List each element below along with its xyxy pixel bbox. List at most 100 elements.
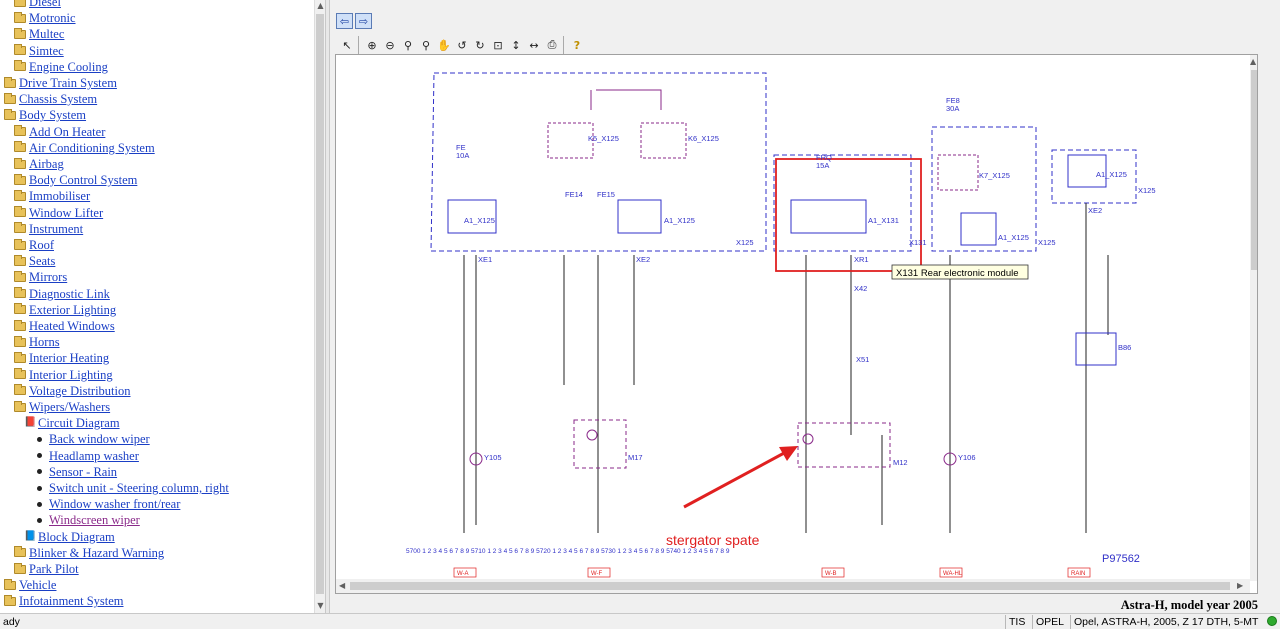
tree-item[interactable]: Roof bbox=[14, 237, 54, 253]
folder-icon bbox=[14, 319, 26, 331]
tree-item[interactable]: Interior Heating bbox=[14, 350, 109, 366]
tree-item-label: Simtec bbox=[29, 43, 64, 58]
print-button[interactable]: ⎙ bbox=[543, 36, 561, 54]
tree-item-label: Air Conditioning System bbox=[29, 140, 155, 155]
folder-icon bbox=[4, 108, 16, 120]
tree-item[interactable]: Engine Cooling bbox=[14, 59, 108, 75]
folder-icon bbox=[4, 76, 16, 88]
folder-icon bbox=[14, 173, 26, 185]
tree-item[interactable]: Diesel bbox=[14, 0, 61, 10]
zoom-out-button[interactable]: ⊖ bbox=[381, 36, 399, 54]
tree-item[interactable]: Windscreen wiper bbox=[34, 512, 140, 528]
diagram-label-m12: M12 bbox=[893, 458, 908, 467]
tree-item[interactable]: Air Conditioning System bbox=[14, 140, 155, 156]
diagram-horizontal-scrollbar[interactable]: ◀ ▶ bbox=[336, 579, 1250, 593]
tree-item[interactable]: Headlamp washer bbox=[34, 448, 139, 464]
fit-height-button[interactable]: ↕ bbox=[507, 36, 525, 54]
tree-item[interactable]: Add On Heater bbox=[14, 124, 105, 140]
diagram-vscroll-thumb[interactable] bbox=[1251, 70, 1257, 270]
module-x125-right-box bbox=[931, 126, 1037, 252]
tree-item[interactable]: Seats bbox=[14, 253, 55, 269]
scroll-up-arrow-icon[interactable]: ▲ bbox=[1250, 57, 1257, 66]
fit-page-button[interactable]: ⊡ bbox=[489, 36, 507, 54]
tree-item[interactable]: Simtec bbox=[14, 43, 64, 59]
zoom-window-icon: ⚲ bbox=[421, 38, 431, 52]
status-tis: TIS bbox=[1005, 615, 1032, 629]
footer-label: W-A bbox=[457, 571, 469, 577]
tree-item-label: Engine Cooling bbox=[29, 59, 108, 74]
bullet-icon bbox=[37, 436, 42, 442]
zoom-area-button[interactable]: ⚲ bbox=[399, 36, 417, 54]
zoom-in-button[interactable]: ⊕ bbox=[363, 36, 381, 54]
tree-item[interactable]: Park Pilot bbox=[14, 561, 79, 577]
help-button[interactable]: ? bbox=[568, 36, 586, 54]
tree-item[interactable]: Body System bbox=[4, 107, 86, 123]
tree-item-label: Wipers/Washers bbox=[29, 400, 111, 414]
tree-item[interactable]: Mirrors bbox=[14, 269, 67, 285]
annotation-arrow bbox=[683, 450, 787, 509]
tree-item-label: Interior Heating bbox=[29, 351, 110, 366]
tree-item-label: Immobiliser bbox=[29, 189, 91, 204]
folder-icon bbox=[14, 27, 26, 39]
tree-item[interactable]: Drive Train System bbox=[4, 75, 117, 91]
tree-item-label: Park Pilot bbox=[29, 562, 79, 576]
tree-item[interactable]: Vehicle bbox=[4, 577, 56, 593]
diagram-vertical-scrollbar[interactable]: ▲ bbox=[1250, 55, 1257, 581]
tree-item[interactable]: Instrument bbox=[14, 221, 83, 237]
tree-item[interactable]: Interior Lighting bbox=[14, 367, 113, 383]
tree-item[interactable]: Infotainment System bbox=[4, 593, 124, 609]
tree-item[interactable]: Immobiliser bbox=[14, 188, 90, 204]
rotate-left-button[interactable]: ↺ bbox=[453, 36, 471, 54]
pan-hand-button[interactable]: ✋ bbox=[435, 36, 453, 54]
folder-icon bbox=[14, 270, 26, 282]
diagram-label-fuse_10a: 10A bbox=[456, 151, 469, 160]
tree-item-label: Roof bbox=[29, 238, 54, 252]
diagram-canvas[interactable]: X131 Rear electronic module stergator sp… bbox=[335, 54, 1258, 594]
scroll-up-arrow-icon[interactable]: ▲ bbox=[317, 1, 324, 10]
fit-page-icon: ⊡ bbox=[493, 38, 503, 52]
tree-item[interactable]: Window washer front/rear bbox=[34, 496, 180, 512]
tree-scroll-thumb[interactable] bbox=[316, 14, 324, 594]
tree-item[interactable]: Multec bbox=[14, 26, 64, 42]
tree-item[interactable]: Body Control System bbox=[14, 172, 137, 188]
tree-item[interactable]: Exterior Lighting bbox=[14, 302, 116, 318]
diagram-toolbar: ↖⊕⊖⚲⚲✋↺↻⊡↕↔⎙? bbox=[338, 36, 586, 54]
tree-item[interactable]: Blinker & Hazard Warning bbox=[14, 545, 164, 561]
tree-item[interactable]: Switch unit - Steering column, right bbox=[34, 480, 229, 496]
tree-item[interactable]: Diagnostic Link bbox=[14, 286, 110, 302]
tree-item[interactable]: Voltage Distribution bbox=[14, 383, 131, 399]
bullet-icon bbox=[37, 469, 42, 475]
tree-item[interactable]: Window Lifter bbox=[14, 205, 103, 221]
ecu-block-5 bbox=[1067, 154, 1107, 188]
tree-item-label: Diesel bbox=[29, 0, 61, 9]
module-x125-far-box bbox=[1051, 149, 1137, 204]
tree-item[interactable]: Chassis System bbox=[4, 91, 97, 107]
pane-splitter[interactable] bbox=[325, 0, 330, 613]
tree-item[interactable]: Wipers/Washers bbox=[14, 399, 110, 415]
tree-item[interactable]: Horns bbox=[14, 334, 60, 350]
tree-item[interactable]: Motronic bbox=[14, 10, 76, 26]
scroll-down-arrow-icon[interactable]: ▼ bbox=[317, 601, 324, 610]
rotate-right-button[interactable]: ↻ bbox=[471, 36, 489, 54]
tree-item[interactable]: 📕Circuit Diagram bbox=[24, 415, 120, 431]
zoom-window-button[interactable]: ⚲ bbox=[417, 36, 435, 54]
tree-item[interactable]: Heated Windows bbox=[14, 318, 115, 334]
scroll-right-arrow-icon[interactable]: ▶ bbox=[1237, 581, 1244, 590]
tree-item[interactable]: Sensor - Rain bbox=[34, 464, 117, 480]
diagram-label-fuse_15a: 15A bbox=[816, 161, 829, 170]
diagram-label-fuse_fe: FE bbox=[456, 143, 466, 152]
tree-item[interactable]: 📘Block Diagram bbox=[24, 529, 115, 545]
back-button[interactable]: ⇦ bbox=[336, 13, 353, 29]
diagram-label-x42: X42 bbox=[854, 284, 867, 293]
diagram-hscroll-thumb[interactable] bbox=[350, 582, 1230, 590]
scroll-left-arrow-icon[interactable]: ◀ bbox=[339, 581, 346, 590]
tree-item-label: Mirrors bbox=[29, 270, 68, 285]
forward-button[interactable]: ⇨ bbox=[355, 13, 372, 29]
tree-item[interactable]: Back window wiper bbox=[34, 431, 150, 447]
pointer-tool-button[interactable]: ↖ bbox=[338, 36, 356, 54]
tree-item[interactable]: Airbag bbox=[14, 156, 64, 172]
fit-width-button[interactable]: ↔ bbox=[525, 36, 543, 54]
tree-scrollbar[interactable]: ▲ ▼ bbox=[314, 0, 326, 613]
tree-item-label: Multec bbox=[29, 27, 65, 42]
